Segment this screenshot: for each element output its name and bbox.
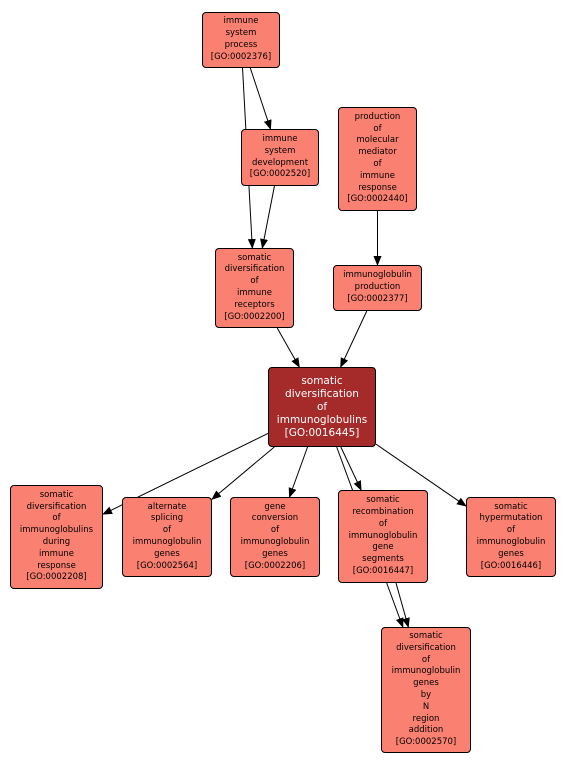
edge-go0016445-to-go0002206 — [288, 446, 309, 498]
node-somatic-diversification-immune-receptors[interactable]: somatic diversification of immune recept… — [215, 248, 294, 328]
node-label: somatic diversification of immunoglobuli… — [276, 374, 368, 439]
node-label: production of molecular mediator of immu… — [347, 111, 408, 205]
edge-go0016445-to-go0002564 — [211, 446, 275, 500]
node-label: somatic recombination of immunoglobulin … — [348, 495, 418, 576]
edge-go0002376-to-go0002520 — [249, 67, 272, 130]
node-label: immune system process [GO:0002376] — [210, 16, 272, 62]
node-n-region-addition[interactable]: somatic diversification of immunoglobuli… — [381, 627, 471, 753]
node-somatic-hypermutation[interactable]: somatic hypermutation of immunoglobulin … — [466, 497, 556, 577]
edge-go0016445-to-go0016446 — [375, 443, 467, 507]
edge-go0002377-to-go0016445 — [340, 310, 368, 368]
node-label: somatic diversification of immune recept… — [224, 252, 285, 322]
edge-go0016445-to-go0016447 — [340, 446, 362, 491]
node-label: immunoglobulin production [GO:0002377] — [343, 270, 412, 304]
node-immunoglobulin-production[interactable]: immunoglobulin production [GO:0002377] — [333, 265, 422, 311]
edge-go0016447-to-go0002570 — [395, 582, 410, 628]
node-label: immune system development [GO:0002520] — [249, 133, 311, 180]
node-immune-system-process[interactable]: immune system process [GO:0002376] — [202, 12, 280, 68]
node-label: somatic diversification of immunoglobuli… — [391, 631, 461, 748]
node-label: gene conversion of immunoglobulin genes … — [240, 501, 310, 571]
node-somatic-recombination[interactable]: somatic recombination of immunoglobulin … — [338, 490, 428, 583]
edge-go0002200-to-go0016445 — [276, 327, 300, 368]
node-production-of-molecular-mediator[interactable]: production of molecular mediator of immu… — [338, 107, 417, 211]
node-label: somatic hypermutation of immunoglobulin … — [476, 501, 546, 571]
node-label: somatic diversification of immunoglobuli… — [19, 489, 94, 583]
node-immune-system-development[interactable]: immune system development [GO:0002520] — [241, 129, 319, 186]
node-somatic-diversification-immunoglobulins[interactable]: somatic diversification of immunoglobuli… — [268, 367, 376, 447]
node-label: alternate splicing of immunoglobulin gen… — [132, 501, 202, 571]
node-somatic-diversification-during-immune-response[interactable]: somatic diversification of immunoglobuli… — [10, 485, 103, 589]
node-gene-conversion[interactable]: gene conversion of immunoglobulin genes … — [230, 497, 320, 577]
edge-go0002520-to-go0002200 — [260, 185, 275, 249]
node-alternate-splicing[interactable]: alternate splicing of immunoglobulin gen… — [122, 497, 212, 577]
